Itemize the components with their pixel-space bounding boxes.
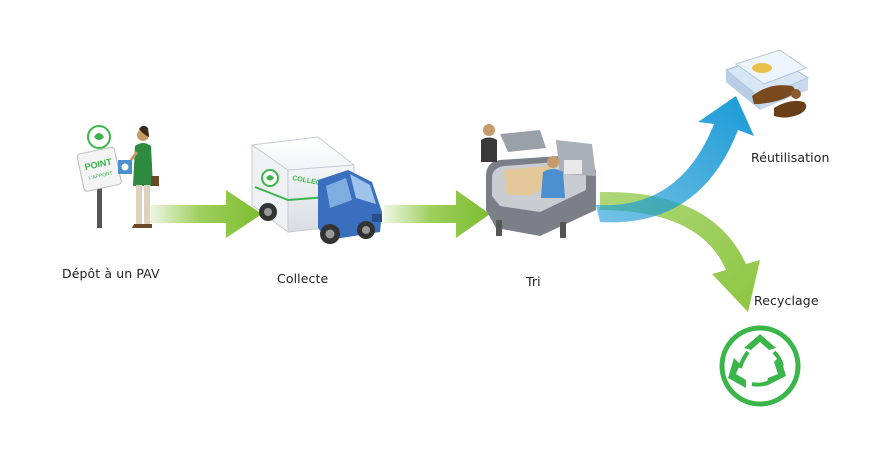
sign-text-apport: L'APPORT xyxy=(88,171,113,182)
flow-arrow-recyclage xyxy=(600,191,760,312)
point-apport-sign: POINT L'APPORT xyxy=(76,146,122,192)
label-depot-pav: Dépôt à un PAV xyxy=(62,266,160,281)
label-reutilisation: Réutilisation xyxy=(751,150,830,165)
collection-truck-illustration: COLLECTE xyxy=(251,136,382,244)
sorting-station-illustration xyxy=(481,124,596,238)
recycling-symbol-icon xyxy=(719,325,801,407)
label-collecte: Collecte xyxy=(277,271,329,286)
sign-pole xyxy=(97,178,102,228)
label-tri: Tri xyxy=(526,274,541,289)
label-recyclage: Recyclage xyxy=(754,293,819,308)
flow-arrow-2 xyxy=(384,190,490,238)
flow-arrow-1 xyxy=(150,190,262,238)
flow-arrow-reutilisation xyxy=(596,96,754,223)
person-depositing-icon xyxy=(118,125,159,228)
reused-clothes-shoes-icon xyxy=(724,49,810,118)
drop-off-point-illustration: POINT L'APPORT xyxy=(76,125,159,228)
